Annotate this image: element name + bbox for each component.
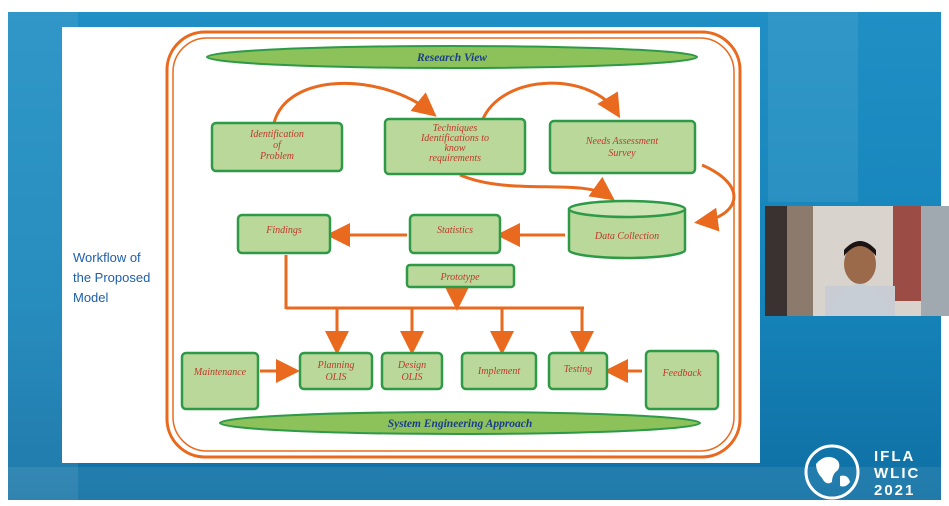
arrow-identification-to-techniques <box>272 81 437 124</box>
box-needs-assessment-survey: Needs Assessment Survey <box>548 119 697 175</box>
box-text: OLIS <box>325 372 346 383</box>
box-text: OLIS <box>401 372 422 383</box>
globe-icon <box>804 444 860 500</box>
research-view-label: Research View <box>416 52 487 64</box>
system-engineering-banner: System Engineering Approach <box>219 411 701 435</box>
box-text: Identifications to <box>420 133 489 144</box>
system-engineering-label: System Engineering Approach <box>388 418 533 430</box>
box-text: Techniques <box>433 123 478 134</box>
box-text: Planning <box>317 360 355 371</box>
box-text: Prototype <box>439 272 480 283</box>
box-text: know <box>444 143 465 154</box>
box-text: Needs Assessment <box>585 136 659 147</box>
logo-line-2: WLIC <box>874 465 921 482</box>
box-testing: Testing <box>547 351 609 391</box>
box-text: Problem <box>259 151 294 162</box>
box-text: of <box>273 140 282 151</box>
box-text: Testing <box>564 364 593 375</box>
box-statistics: Statistics <box>408 213 502 255</box>
box-findings: Findings <box>236 213 332 255</box>
decorative-tile <box>8 467 941 500</box>
box-text: Implement <box>477 366 520 377</box>
ifla-wlic-logo: IFLA WLIC 2021 <box>800 440 940 500</box>
research-view-banner: Research View <box>206 45 698 69</box>
decorative-tile <box>768 12 858 202</box>
webcam-video <box>765 206 949 316</box>
logo-line-1: IFLA <box>874 448 916 465</box>
box-text: Design <box>397 360 426 371</box>
box-implement: Implement <box>460 351 538 391</box>
workflow-diagram: Research View System Engineering Approac… <box>165 30 742 459</box>
box-text: Identification <box>249 129 304 140</box>
diagram-frame <box>165 30 742 459</box>
diagram-frame-inner <box>172 37 735 452</box>
box-feedback: Feedback <box>644 349 720 411</box>
box-text: Findings <box>265 225 302 236</box>
box-data-collection: Data Collection <box>567 199 687 260</box>
box-text: Data Collection <box>594 231 659 242</box>
presenter-image <box>765 206 949 316</box>
box-text: requirements <box>429 153 481 164</box>
slide: Research View System Engineering Approac… <box>62 27 760 463</box>
box-design-olis: Design OLIS <box>380 351 444 391</box>
logo-line-3: 2021 <box>874 482 916 499</box>
box-text: Statistics <box>437 225 473 236</box>
box-text: Feedback <box>662 368 702 379</box>
box-planning-olis: Planning OLIS <box>298 351 374 391</box>
box-text: Maintenance <box>193 367 247 378</box>
arrow-needs-to-data <box>694 163 736 232</box>
arrow-techniques-to-data <box>459 173 615 201</box>
box-maintenance: Maintenance <box>180 351 260 411</box>
box-techniques-identifications: Techniques Identifications to know requi… <box>383 117 527 176</box>
box-prototype: Prototype <box>405 263 516 289</box>
arrow-techniques-to-needs <box>480 81 621 122</box>
box-text: Survey <box>608 148 636 159</box>
box-identification-of-problem: Identification of Problem <box>210 121 344 173</box>
slide-title: Workflow of the Proposed Model <box>73 250 151 305</box>
